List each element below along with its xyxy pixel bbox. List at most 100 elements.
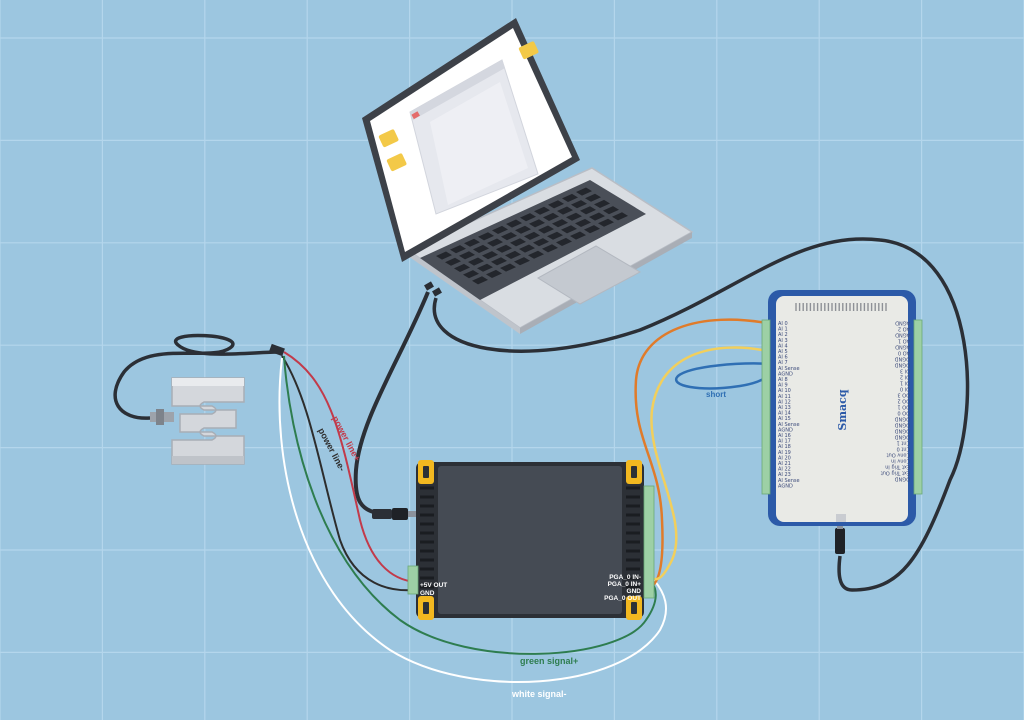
daq-usb-port: [836, 514, 846, 522]
screen-window-content: [430, 82, 528, 205]
daq-left-pin-label: AI 9: [778, 383, 788, 389]
daq-right-pin-label: AGND: [895, 319, 910, 325]
daq-left-pin-label: AI 11: [778, 394, 791, 400]
daq-right-pin-label: DO 2: [897, 397, 910, 403]
daq-left-pin-label: AI 4: [778, 343, 788, 349]
daq-right-pin-label: DGND: [895, 421, 910, 427]
keyboard-key: [472, 276, 488, 285]
daq-right-pin-label: DGND: [895, 433, 910, 439]
daq-left-pin-label: AI 15: [778, 416, 791, 422]
daq-left-pin-labels: AI 0AI 1AI 2AI 3AI 4AI 5AI 6AI 7AI Sense…: [778, 321, 800, 489]
keyboard-key: [534, 206, 550, 215]
keyboard-key: [501, 232, 517, 241]
yellow-wire: [650, 346, 773, 581]
keyboard-key: [576, 187, 592, 196]
amp-pin-pga-in-minus: PGA_0 IN-: [609, 574, 641, 581]
keyboard-key: [594, 199, 610, 208]
keyboard-key: [515, 225, 531, 234]
keyboard-keys: [436, 187, 628, 285]
white-signal-wire: [278, 357, 668, 683]
keyboard-key: [459, 251, 475, 260]
keyboard-key: [477, 263, 493, 272]
daq-right-pin-label: Ext Trig Out: [881, 469, 910, 475]
daq-left-pin-label: AGND: [778, 483, 793, 489]
keyboard-key: [528, 250, 544, 259]
daq-left-pin-label: AI 13: [778, 405, 791, 411]
keyboard-key: [543, 212, 559, 221]
folder-icon: [518, 41, 539, 60]
short-wire: [674, 362, 774, 390]
white-signal-label: white signal-: [511, 689, 567, 699]
daq-left-pin-label: AI Sense: [778, 366, 800, 372]
keyboard-key: [436, 251, 452, 260]
keyboard-key: [487, 238, 503, 247]
green-signal-label: green signal+: [520, 656, 578, 666]
daq-left-pin-label: AI 10: [778, 388, 791, 394]
keyboard-key: [464, 238, 480, 247]
daq-brand: Smacq: [836, 389, 849, 430]
keyboard-key: [454, 263, 470, 272]
keyboard-key: [538, 225, 554, 234]
power-plus-wire: [283, 351, 417, 583]
keyboard-key: [445, 257, 461, 266]
daq-left-pin-label: AI 0: [778, 321, 788, 327]
daq-left-terminal: [761, 319, 771, 495]
daq-right-pin-label: DGND: [895, 361, 910, 367]
green-signal-wire: [283, 355, 657, 655]
daq-right-pin-label: DO 3: [897, 391, 910, 397]
keyboard-key: [524, 231, 540, 240]
keyboard-key: [510, 238, 526, 247]
keyboard-key: [450, 245, 466, 254]
daq-vents: [795, 303, 887, 311]
folder-icon: [378, 129, 399, 148]
keyboard-key: [561, 225, 577, 234]
keyboard-key: [589, 212, 605, 221]
power-minus-wire: [281, 355, 417, 592]
keyboard-key: [547, 231, 563, 240]
amplifier-top-panel: [438, 466, 622, 614]
daq-left-pin-label: AGND: [778, 427, 793, 433]
keyboard-key: [566, 212, 582, 221]
keyboard-key: [505, 250, 521, 259]
keyboard-key: [585, 193, 601, 202]
keyboard-key: [557, 206, 573, 215]
window-close-icon: [411, 111, 420, 120]
daq-left-pin-label: AI 17: [778, 439, 791, 445]
keyboard-key: [598, 218, 614, 227]
keyboard-key: [514, 257, 530, 266]
daq-right-pin-label: DO 0: [897, 409, 910, 415]
keyboard-key: [500, 263, 516, 272]
short-label: short: [706, 390, 726, 399]
daq-device: AI 0AI 1AI 2AI 3AI 4AI 5AI 6AI 7AI Sense…: [761, 290, 923, 526]
keyboard-key: [486, 269, 502, 278]
daq-left-pin-label: AI Sense: [778, 422, 800, 428]
daq-left-pin-label: AI 6: [778, 355, 788, 361]
keyboard-key: [562, 193, 578, 202]
daq-right-pin-label: DGND: [895, 427, 910, 433]
amplifier-ribs: [420, 486, 640, 589]
daq-left-pin-label: AI 19: [778, 450, 791, 456]
amp-pin-gnd: GND: [420, 590, 435, 597]
laptop-base-edge-left: [408, 250, 520, 334]
daq-right-pin-label: DI 2: [900, 373, 910, 379]
daq-left-pin-label: AI 21: [778, 461, 791, 467]
daq-right-pin-label: Ext Trig In: [885, 463, 910, 469]
keyboard-key: [529, 219, 545, 228]
load-cell: [150, 377, 245, 465]
daq-left-pin-label: AI 8: [778, 377, 788, 383]
keyboard-key: [571, 200, 587, 209]
keyboard-key: [575, 218, 591, 227]
amp-pin-pga-in-plus: PGA_0 IN+: [608, 581, 642, 588]
daq-left-pin-label: AI 16: [778, 433, 791, 439]
keyboard-key: [548, 200, 564, 209]
daq-right-pin-label: DGND: [895, 355, 910, 361]
daq-right-pin-label: DI 0: [900, 385, 910, 391]
daq-left-pin-label: AI Sense: [778, 478, 800, 484]
keyboard-key: [482, 251, 498, 260]
keyboard-key: [520, 213, 536, 222]
orange-wire: [634, 318, 773, 587]
amp-pin-pga-out: PGA_0 OUT: [604, 595, 641, 602]
laptop-touchpad: [537, 245, 642, 305]
keyboard-key: [612, 212, 628, 221]
keyboard-key: [496, 244, 512, 253]
